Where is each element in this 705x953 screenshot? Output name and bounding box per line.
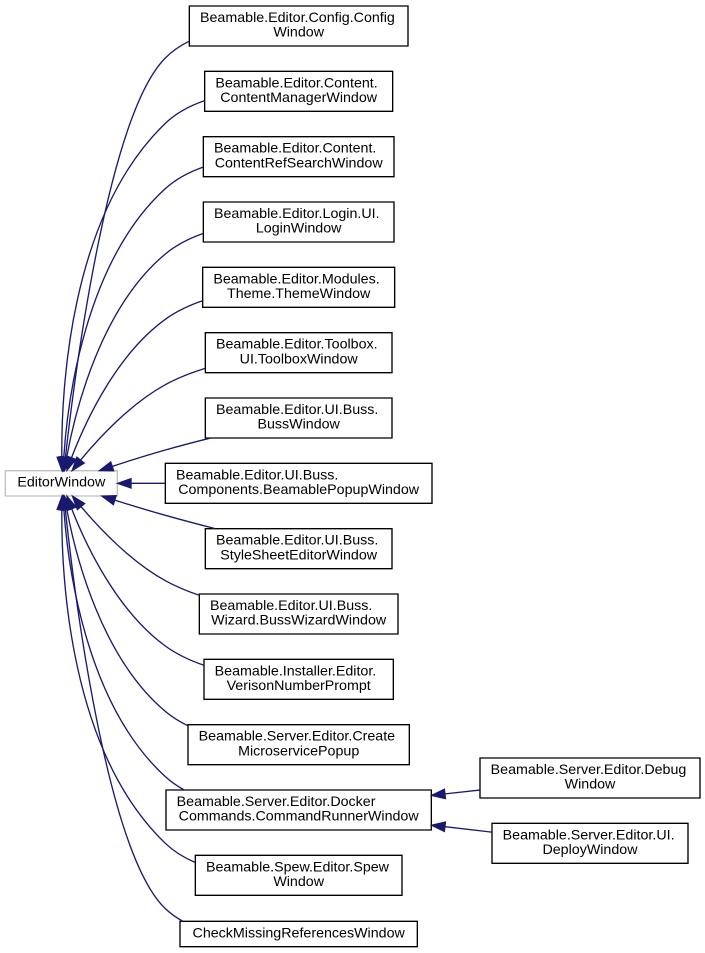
svg-text:Wizard.BussWizardWindow: Wizard.BussWizardWindow [211, 613, 387, 629]
svg-text:Beamable.Editor.Content.: Beamable.Editor.Content. [214, 141, 376, 157]
svg-text:Beamable.Server.Editor.Docker: Beamable.Server.Editor.Docker [177, 794, 376, 810]
svg-text:Commands.CommandRunnerWindow: Commands.CommandRunnerWindow [179, 809, 420, 825]
svg-text:Components.BeamablePopupWindow: Components.BeamablePopupWindow [178, 482, 420, 498]
svg-text:ContentRefSearchWindow: ContentRefSearchWindow [215, 155, 384, 171]
svg-text:MicroservicePopup: MicroservicePopup [238, 743, 359, 759]
svg-text:Beamable.Editor.UI.Buss.: Beamable.Editor.UI.Buss. [216, 533, 378, 549]
svg-text:Window: Window [273, 874, 324, 890]
svg-text:Beamable.Editor.Toolbox.: Beamable.Editor.Toolbox. [216, 337, 378, 353]
svg-text:CheckMissingReferencesWindow: CheckMissingReferencesWindow [193, 925, 406, 941]
svg-text:Beamable.Server.Editor.Create: Beamable.Server.Editor.Create [199, 729, 396, 745]
svg-text:Beamable.Editor.UI.Buss.: Beamable.Editor.UI.Buss. [176, 467, 338, 483]
svg-text:Beamable.Server.Editor.Debug: Beamable.Server.Editor.Debug [491, 762, 687, 778]
svg-text:Beamable.Editor.Modules.: Beamable.Editor.Modules. [213, 271, 379, 287]
svg-text:Beamable.Installer.Editor.: Beamable.Installer.Editor. [215, 663, 377, 679]
svg-text:DeployWindow: DeployWindow [542, 842, 638, 858]
svg-text:LoginWindow: LoginWindow [256, 221, 342, 237]
svg-text:VerisonNumberPrompt: VerisonNumberPrompt [227, 678, 371, 694]
svg-text:Beamable.Editor.Content.: Beamable.Editor.Content. [215, 75, 377, 91]
svg-text:ContentManagerWindow: ContentManagerWindow [220, 90, 378, 106]
svg-text:Beamable.Editor.UI.Buss.: Beamable.Editor.UI.Buss. [210, 598, 372, 614]
svg-text:Beamable.Server.Editor.UI.: Beamable.Server.Editor.UI. [503, 827, 675, 843]
svg-text:UI.ToolboxWindow: UI.ToolboxWindow [240, 351, 359, 367]
svg-text:Beamable.Editor.Config.Config: Beamable.Editor.Config.Config [200, 10, 395, 26]
svg-text:Beamable.Editor.Login.UI.: Beamable.Editor.Login.UI. [214, 206, 380, 222]
svg-text:Theme.ThemeWindow: Theme.ThemeWindow [227, 286, 371, 302]
svg-text:BussWindow: BussWindow [257, 417, 340, 433]
svg-text:EditorWindow: EditorWindow [17, 475, 106, 491]
svg-text:Beamable.Spew.Editor.Spew: Beamable.Spew.Editor.Spew [206, 859, 390, 875]
svg-text:Window: Window [565, 777, 616, 793]
svg-text:StyleSheetEditorWindow: StyleSheetEditorWindow [220, 547, 378, 563]
svg-text:Beamable.Editor.UI.Buss.: Beamable.Editor.UI.Buss. [216, 402, 378, 418]
svg-text:Window: Window [273, 25, 324, 41]
